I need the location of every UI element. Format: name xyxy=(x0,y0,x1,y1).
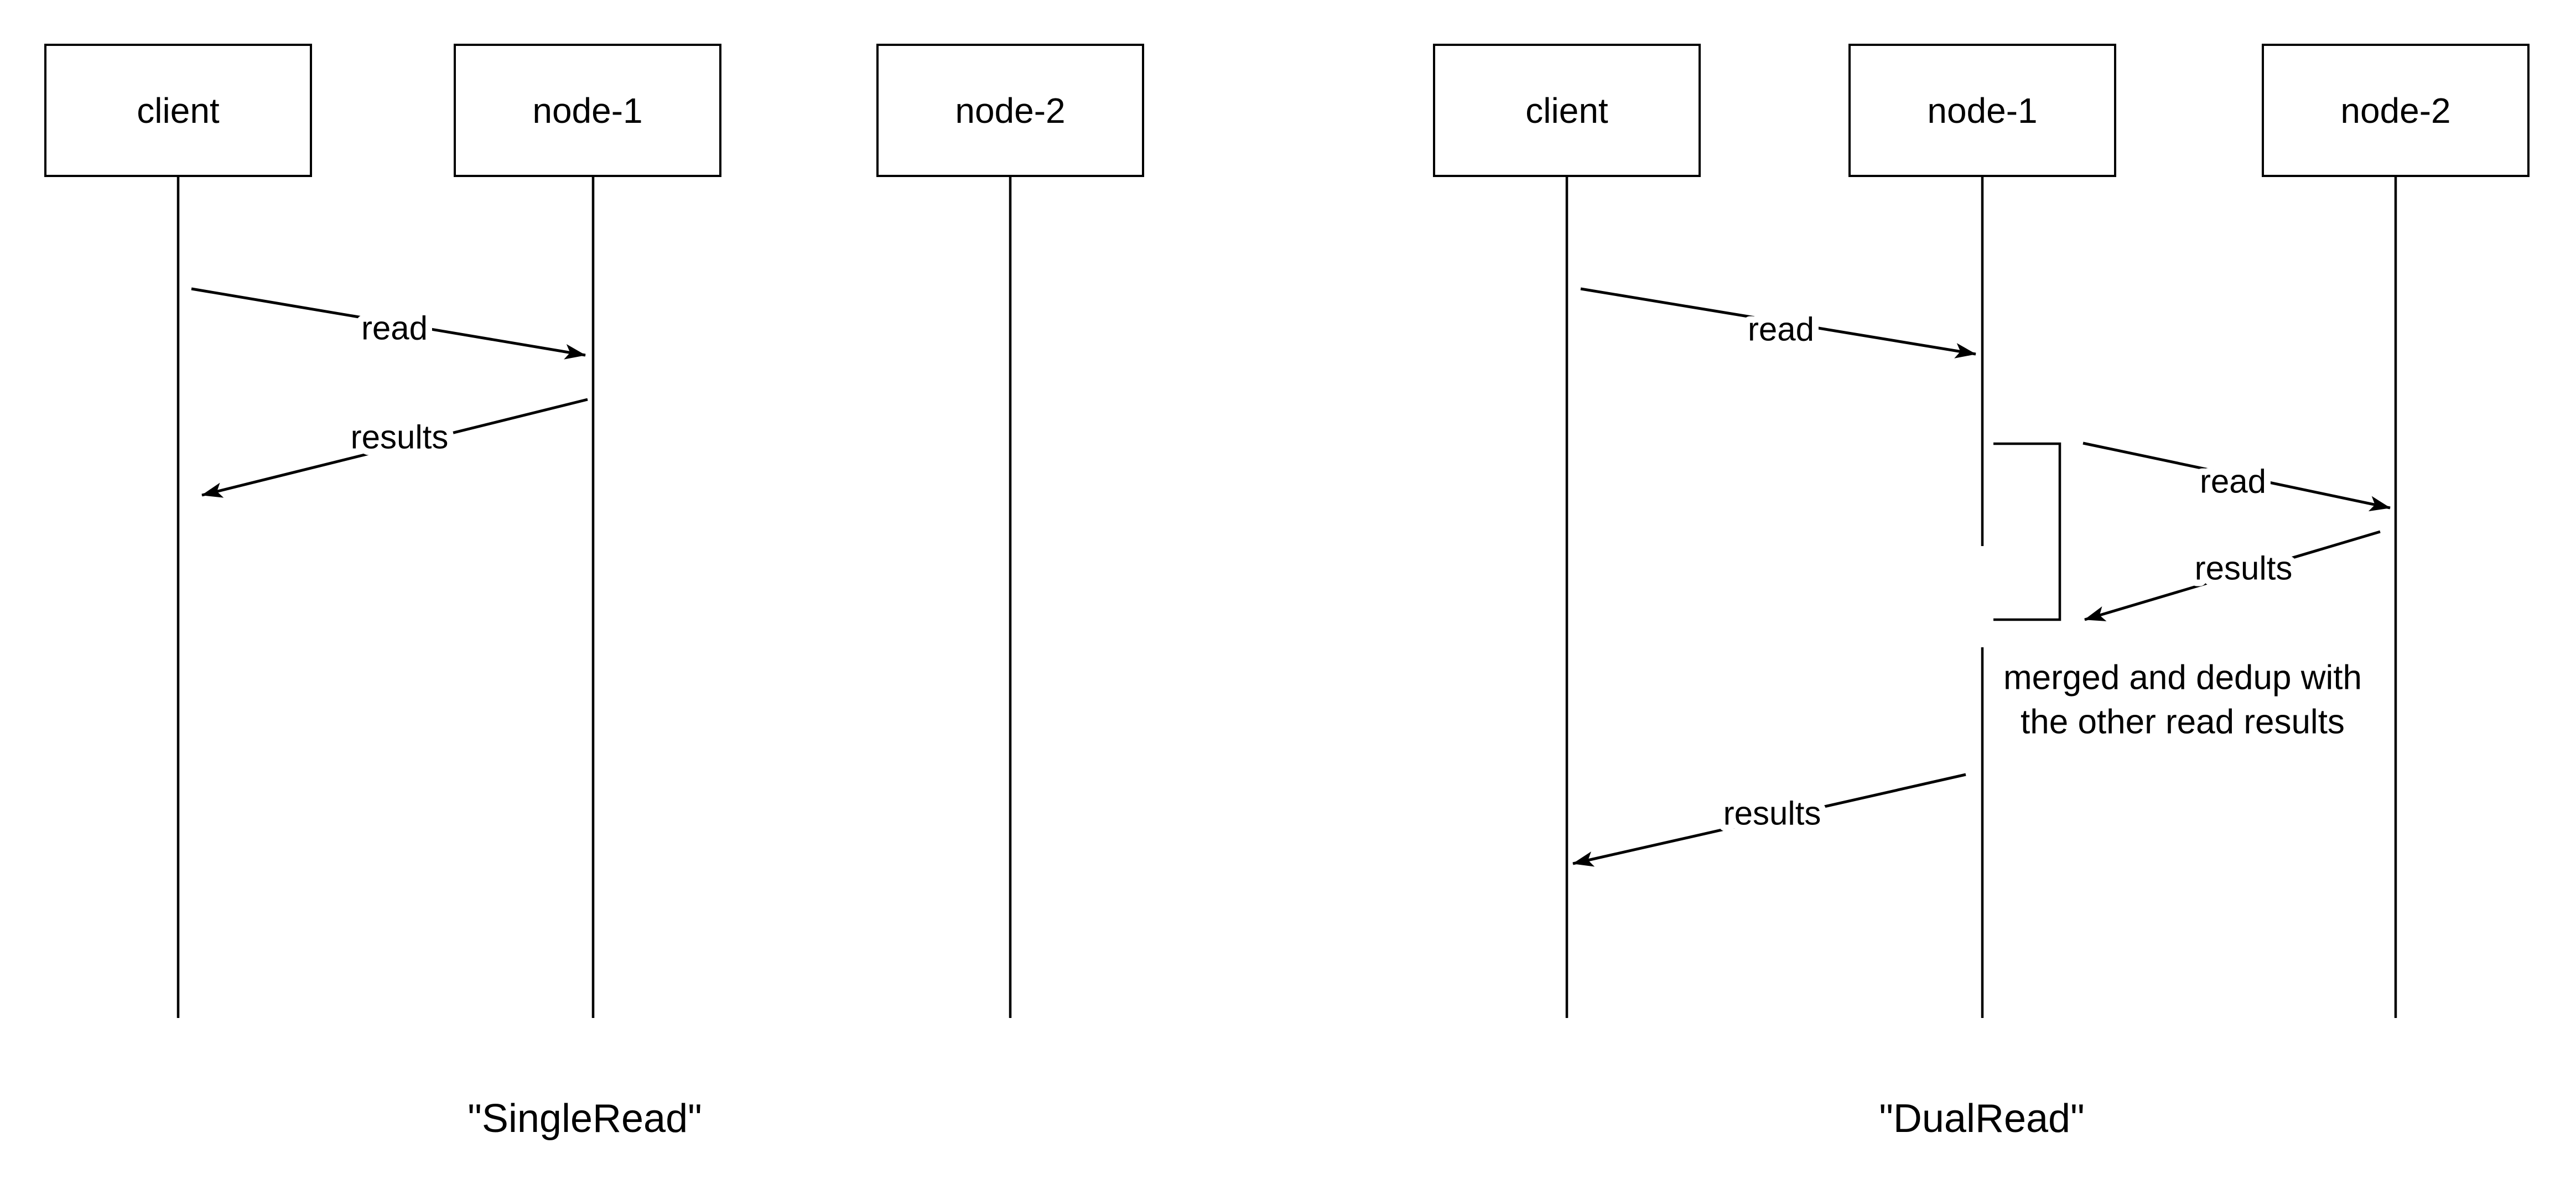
message-results: results xyxy=(201,398,588,498)
actor-label: node-1 xyxy=(1927,91,2037,131)
message-label: read xyxy=(1748,311,1814,348)
activation-bracket xyxy=(1993,442,2061,621)
actor-node-2: node-2 xyxy=(2262,44,2530,177)
message-arrow xyxy=(1580,287,1976,359)
diagram-title: "SingleRead" xyxy=(468,1097,702,1141)
actor-label: node-2 xyxy=(955,91,1065,131)
actor-client: client xyxy=(1433,44,1701,177)
message-read: read xyxy=(191,287,586,360)
message-arrow xyxy=(2084,530,2381,621)
note-merged-dedup: merged and dedup with the other read res… xyxy=(2003,659,2362,741)
actor-node-2: node-2 xyxy=(876,44,1144,177)
message-label: results xyxy=(351,419,449,456)
message-read-1: read xyxy=(1580,287,1976,359)
actor-box xyxy=(876,44,1144,177)
actor-label: node-2 xyxy=(2340,91,2450,131)
message-results-1: results xyxy=(2084,530,2381,621)
message-read-2: read xyxy=(2082,441,2391,512)
diagram-dualread: client node-1 node-2 read xyxy=(1433,44,2530,1141)
diagram-singleread: client node-1 node-2 read resul xyxy=(44,44,1144,1141)
note-line-1: merged and dedup with xyxy=(2003,659,2362,697)
actor-box xyxy=(44,44,312,177)
actor-label: node-1 xyxy=(532,91,642,131)
message-arrow xyxy=(191,287,586,360)
actor-label: client xyxy=(137,91,220,131)
actor-client: client xyxy=(44,44,312,177)
message-results-2: results xyxy=(1572,773,1966,867)
actor-node-1: node-1 xyxy=(1848,44,2116,177)
actor-box xyxy=(1433,44,1701,177)
message-label: read xyxy=(2200,463,2266,500)
message-arrow xyxy=(2082,441,2391,512)
actor-node-1: node-1 xyxy=(454,44,721,177)
note-line-2: the other read results xyxy=(2021,703,2345,741)
message-label: results xyxy=(1723,795,1821,832)
actor-box xyxy=(454,44,721,177)
message-label: results xyxy=(2195,550,2293,587)
message-label: read xyxy=(361,310,428,347)
diagram-title: "DualRead" xyxy=(1879,1097,2084,1141)
message-arrow xyxy=(201,398,588,498)
actor-label: client xyxy=(1525,91,1608,131)
actor-box xyxy=(1848,44,2116,177)
message-arrow xyxy=(1572,773,1966,867)
actor-box xyxy=(2262,44,2530,177)
